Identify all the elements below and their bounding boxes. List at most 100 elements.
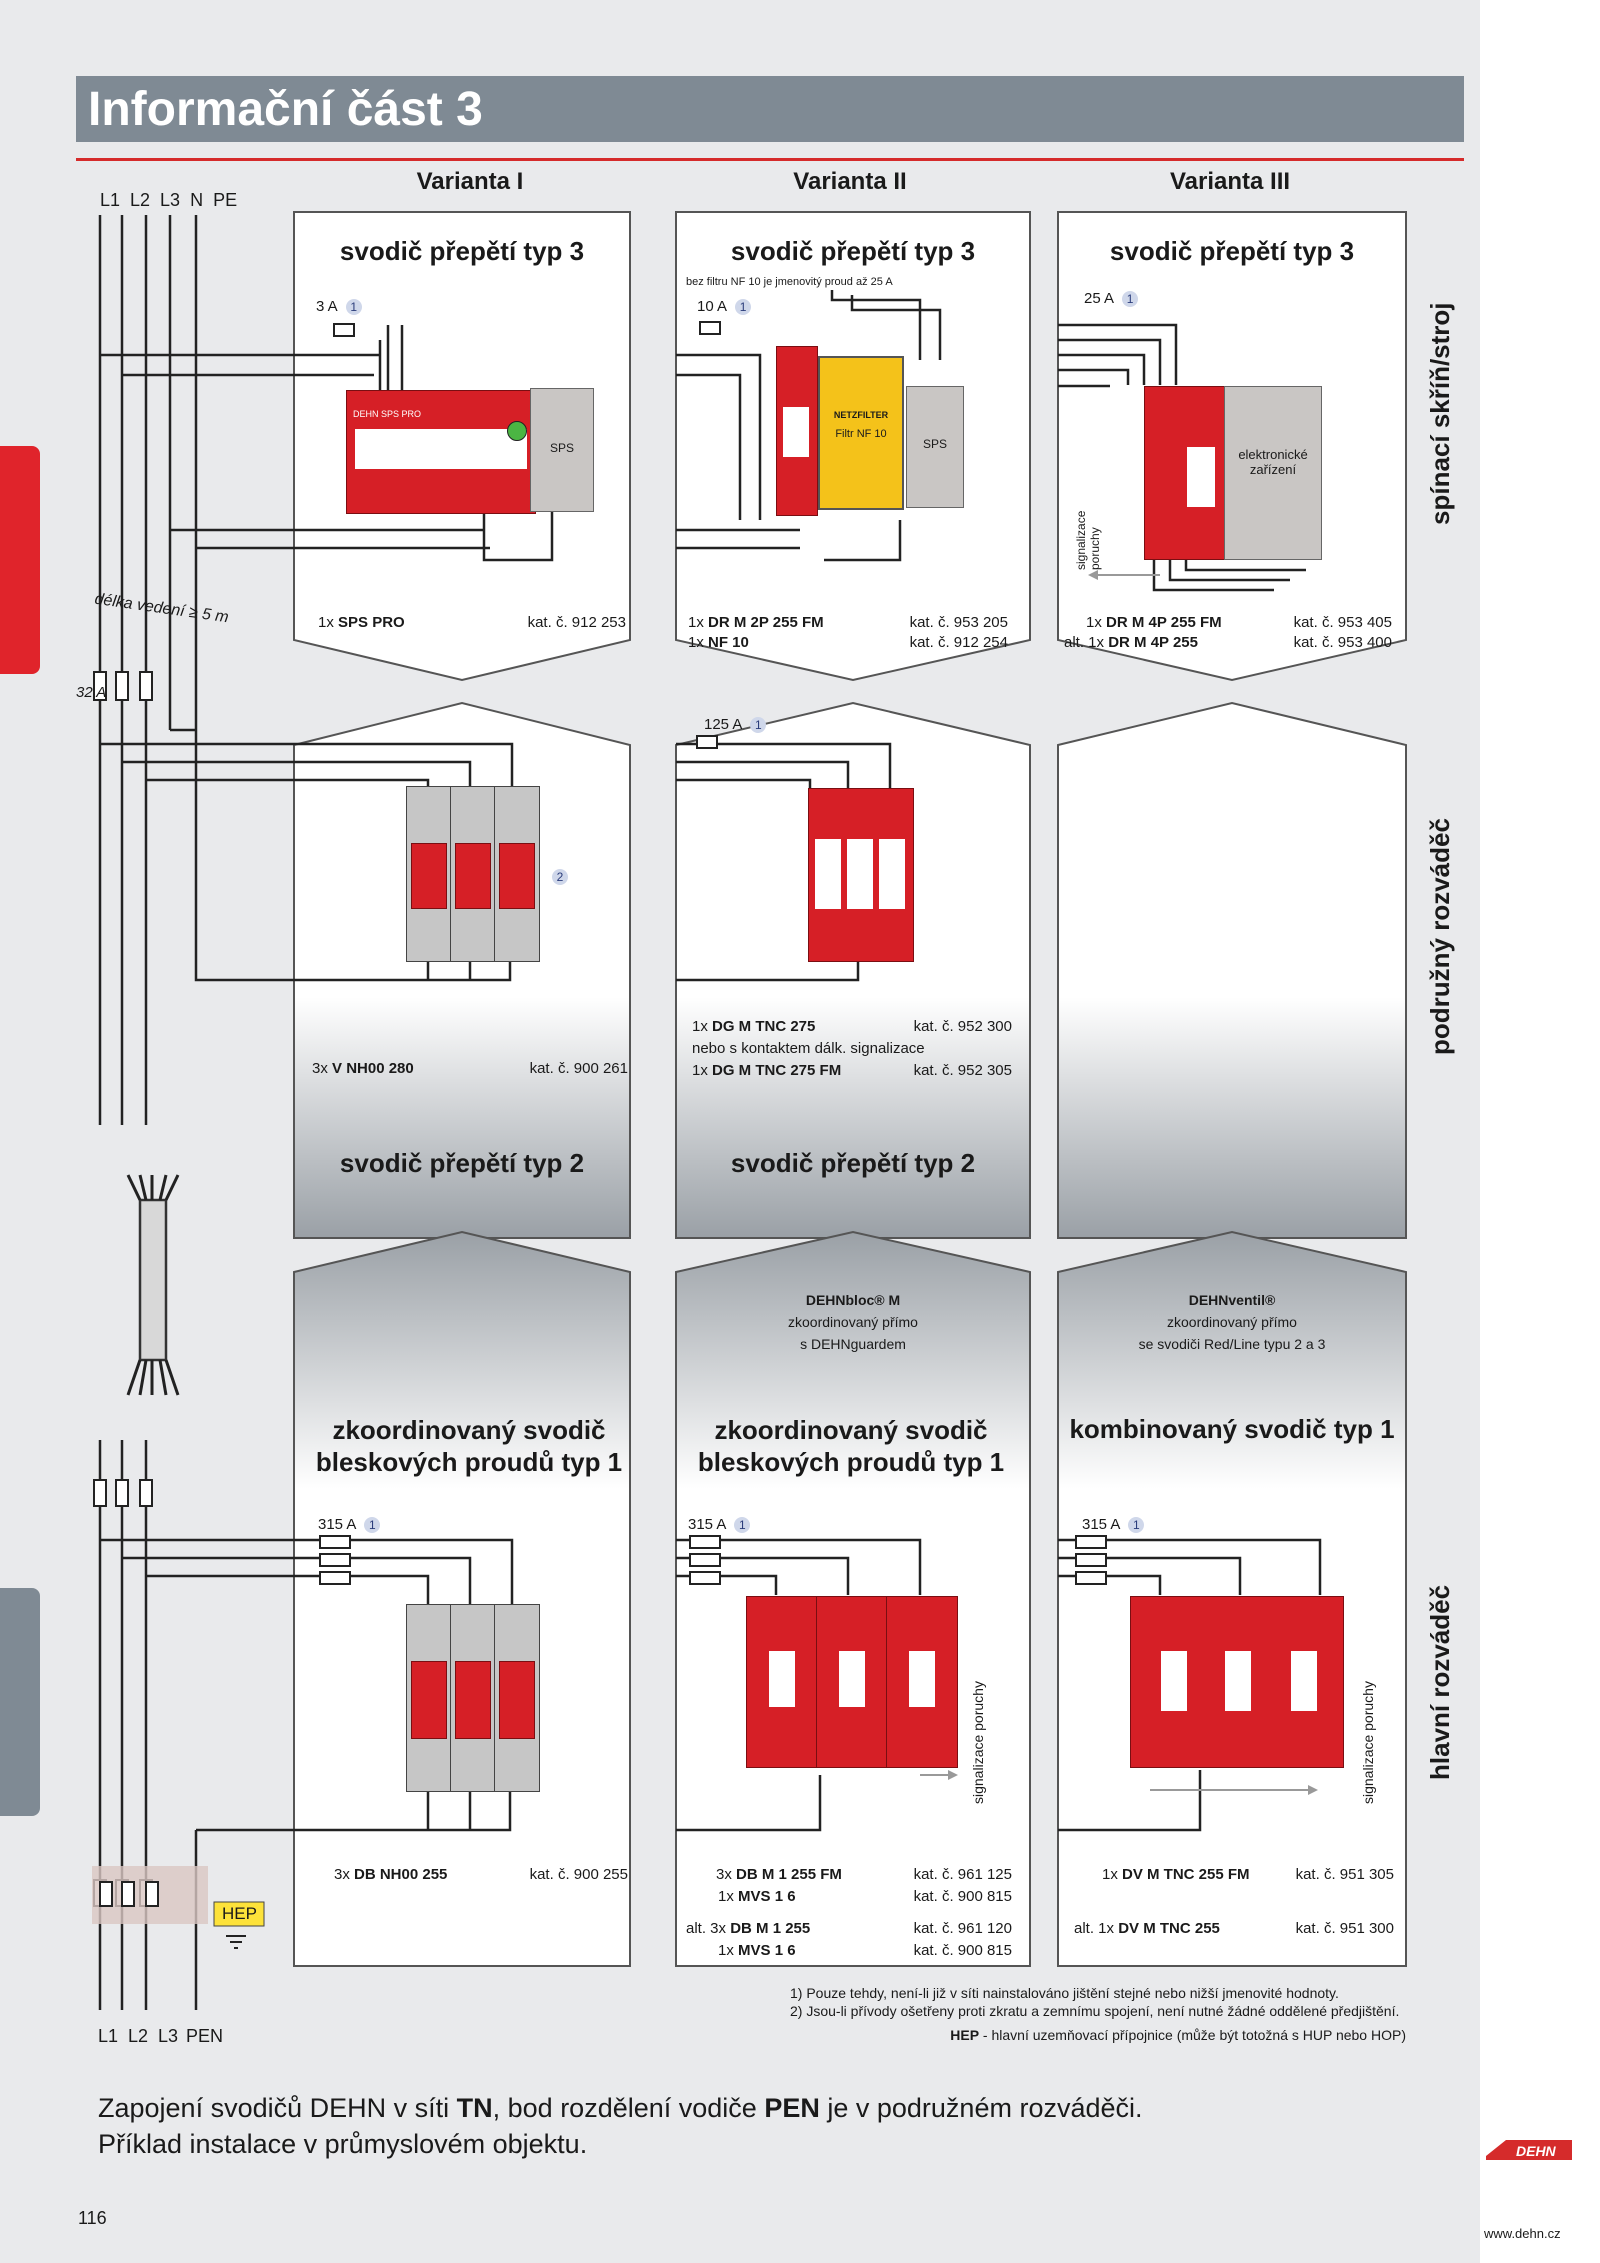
type1-v2-fuse: 315 A 1	[688, 1516, 751, 1533]
page-title: Informační část 3	[88, 83, 483, 136]
item-qty: 1x	[692, 1018, 708, 1035]
figure-caption: Zapojení svodičů DEHN v síti TN, bod roz…	[98, 2090, 1143, 2162]
type1-v3-item-2: alt. 1x DV M TNC 255	[1074, 1920, 1220, 1937]
footnote-marker: 1	[364, 1517, 381, 1533]
nf10-filter: NETZFILTER Filtr NF 10	[818, 356, 904, 510]
caption-part: Zapojení svodičů DEHN v síti	[98, 2093, 457, 2123]
item-name: MVS 1 6	[738, 1942, 796, 1959]
panel-type2-v2	[675, 701, 1031, 1239]
footnote-marker: 1	[1122, 291, 1139, 307]
item-name: DG M TNC 275	[712, 1018, 816, 1035]
type3-v2-kat-2: kat. č. 912 254	[909, 634, 1008, 651]
section-tab-grey	[0, 1588, 40, 1816]
side-label-subdistribution: podružný rozváděč	[1425, 818, 1455, 1055]
panel-type2-v3	[1057, 701, 1407, 1239]
panel-type2-v1	[293, 701, 631, 1239]
conductor-labels-top: L1 L2 L3 N PE	[100, 190, 238, 210]
item-name: DR M 4P 255 FM	[1106, 614, 1222, 631]
v-nh00-module	[450, 786, 496, 962]
type1-v2-kat-4: kat. č. 900 815	[913, 1942, 1012, 1959]
type3-v1-title: svodič přepětí typ 3	[339, 236, 585, 266]
sps-pro-device: DEHN SPS PRO	[346, 390, 536, 514]
item-name: DR M 4P 255	[1108, 634, 1198, 651]
type3-v3-item-1: 1x DR M 4P 255 FM	[1086, 614, 1222, 631]
item-qty: alt. 1x	[1074, 1920, 1115, 1937]
item-qty: 1x	[718, 1942, 734, 1959]
side-label-cabinet: spínací skříň/stroj	[1425, 302, 1455, 525]
dehnventil-header: DEHNventil®	[1188, 1292, 1276, 1308]
caption-tn: TN	[456, 2093, 493, 2123]
footnote-marker: 1	[734, 1517, 751, 1533]
db-m-module	[886, 1596, 958, 1768]
sps-pro-label: DEHN SPS PRO	[353, 409, 422, 419]
electronic-device-label: elektronické zařízení	[1238, 447, 1308, 477]
caption-part: je v podružném rozváděči.	[819, 2093, 1143, 2123]
type3-v2-kat-1: kat. č. 953 205	[909, 614, 1008, 631]
type3-v3-item-2: alt. 1x DR M 4P 255	[1064, 634, 1198, 651]
type1-v2-kat-3: kat. č. 961 120	[913, 1920, 1012, 1937]
type2-v2-item-2: nebo s kontaktem dálk. signalizace	[692, 1040, 925, 1057]
variant-2-heading: Varianta II	[793, 168, 907, 195]
v-nh00-module	[494, 786, 540, 962]
type1-v1-title: zkoordinovaný svodič bleskových proudů t…	[315, 1415, 623, 1477]
type1-v2-title: zkoordinovaný svodič bleskových proudů t…	[697, 1415, 1005, 1477]
type2-v2-title: svodič přepětí typ 2	[730, 1148, 976, 1178]
footnote-hep-abbr: HEP	[950, 2027, 980, 2043]
footnote-2: 2) Jsou-li přívody ošetřeny proti zkratu…	[790, 2003, 1400, 2019]
dr-m-4p-device	[1144, 386, 1226, 560]
dr-m-2p-device	[776, 346, 818, 516]
item-qty: 3x	[312, 1060, 328, 1077]
type3-v1-item: 1x SPS PRO	[318, 614, 405, 631]
item-qty: 1x	[1102, 1866, 1118, 1883]
item-name: DG M TNC 275 FM	[712, 1062, 842, 1079]
item-qty: 1x	[1086, 614, 1102, 631]
dehnventil-sub2: se svodiči Red/Line typu 2 a 3	[1138, 1336, 1326, 1352]
item-name: DB M 1 255 FM	[736, 1866, 842, 1883]
type2-v2-item-3: 1x DG M TNC 275 FM	[692, 1062, 841, 1079]
type1-v2-fuse-value: 315 A	[688, 1516, 727, 1533]
panel-type1-v1	[293, 1230, 631, 1967]
caption-pen: PEN	[764, 2093, 820, 2123]
item-qty: 1x	[718, 1888, 734, 1905]
footnote-marker: 2	[552, 869, 568, 885]
item-qty: alt. 1x	[1064, 634, 1105, 651]
item-name: DV M TNC 255	[1118, 1920, 1220, 1937]
type2-v2-fuse-value: 125 A	[704, 716, 743, 733]
type3-v3-fuse-value: 25 A	[1084, 290, 1115, 307]
db-nh00-module	[450, 1604, 496, 1792]
type2-v1-title: svodič přepětí typ 2	[339, 1148, 585, 1178]
type3-v3-kat-2: kat. č. 953 400	[1293, 634, 1392, 651]
item-name: DV M TNC 255 FM	[1122, 1866, 1250, 1883]
section-tab-red	[0, 446, 40, 674]
item-name: SPS PRO	[338, 614, 405, 631]
type3-v2-title: svodič přepětí typ 3	[730, 236, 976, 266]
type2-v2-kat-3: kat. č. 952 305	[913, 1062, 1012, 1079]
sps-label: SPS	[549, 441, 574, 455]
type1-v3-fuse-value: 315 A	[1082, 1516, 1121, 1533]
electronic-device: elektronické zařízení	[1224, 386, 1322, 560]
netzfilter-label: NETZFILTER	[833, 410, 889, 420]
footnote-marker: 1	[735, 299, 752, 315]
type1-v3-signal: signalizace poruchy	[1360, 1681, 1376, 1804]
type1-v2-kat-1: kat. č. 961 125	[913, 1866, 1012, 1883]
type3-v3-title: svodič přepětí typ 3	[1109, 236, 1355, 266]
side-label-main-distribution: hlavní rozváděč	[1425, 1584, 1455, 1780]
item-name: DR M 2P 255 FM	[708, 614, 824, 631]
item-qty: 1x	[688, 634, 704, 651]
page-number: 116	[78, 2208, 107, 2228]
type3-v2-item-1: 1x DR M 2P 255 FM	[688, 614, 824, 631]
type2-v1-item: 3x V NH00 280	[312, 1060, 414, 1077]
item-name: DB M 1 255	[730, 1920, 811, 1937]
type2-v2-item-1: 1x DG M TNC 275	[692, 1018, 815, 1035]
item-qty: 3x	[716, 1866, 732, 1883]
type1-v3-kat-2: kat. č. 951 300	[1295, 1920, 1394, 1937]
dehnventil-sub1: zkoordinovaný přímo	[1167, 1314, 1297, 1330]
type1-v3-kat-1: kat. č. 951 305	[1295, 1866, 1394, 1883]
fuse-32a-label: 32 A	[76, 684, 107, 701]
db-m-module	[816, 1596, 888, 1768]
sps-controller-2: SPS	[906, 386, 964, 508]
footnotes: 1) Pouze tehdy, není-li již v síti nains…	[790, 1985, 1410, 2043]
type3-v3-fuse: 25 A 1	[1084, 290, 1139, 307]
